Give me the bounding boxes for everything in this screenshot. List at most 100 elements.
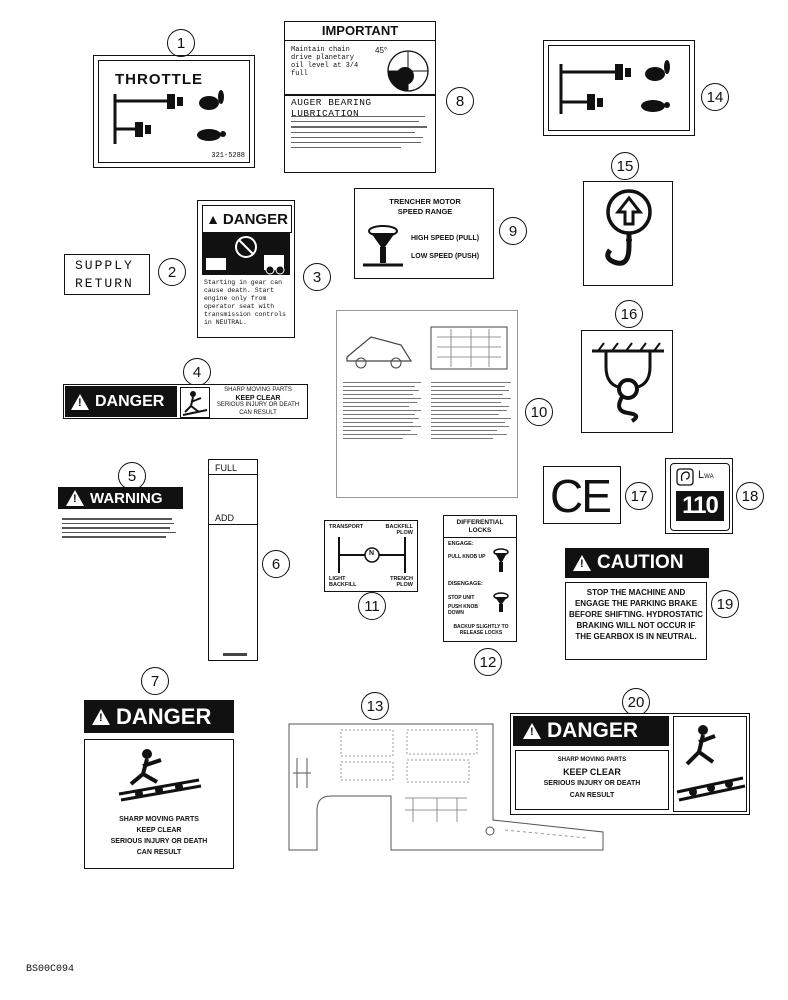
supply-return-decal: SUPPLY RETURN — [64, 254, 150, 295]
section-divider — [285, 94, 435, 96]
fine-print-line — [343, 402, 417, 403]
fine-print-line — [431, 418, 511, 419]
full-label: FULL — [215, 463, 238, 473]
fine-print-line — [343, 386, 415, 387]
differential-locks-decal: DIFFERENTIAL LOCKS ENGAGE: PULL KNOB UP … — [443, 515, 517, 642]
differential-locks-title: DIFFERENTIAL LOCKS — [444, 519, 516, 538]
fine-print-line — [431, 414, 499, 415]
neutral-label: N — [369, 550, 375, 557]
trench-text: TRENCH — [390, 576, 413, 582]
fine-print-line — [291, 131, 415, 133]
danger-large-line3: SERIOUS INJURY OR DEATH — [110, 838, 208, 845]
fine-print-line — [343, 398, 421, 399]
danger-wide-line4: CAN RESULT — [569, 792, 615, 799]
danger-start-text: Starting in gear can cause death. Start … — [204, 279, 286, 326]
callout-16: 16 — [615, 300, 643, 328]
oil-level-gauge-icon — [387, 50, 429, 92]
callout-13: 13 — [361, 692, 389, 720]
lwa-subscript: WA — [704, 474, 714, 480]
danger-keep-clear-large-decal: DANGER SHARP MOVING PARTS KEEP CLEAR SER… — [84, 700, 234, 870]
push-knob-icon — [493, 592, 509, 612]
full-line — [209, 474, 257, 475]
fine-print-line — [62, 518, 172, 520]
pull-knob-icon — [493, 548, 509, 572]
fine-print-line — [291, 147, 401, 149]
danger-wide-header: DANGER — [513, 716, 669, 746]
fine-print-line — [431, 394, 503, 395]
add-label: ADD — [215, 513, 235, 523]
ear-icon — [676, 468, 694, 486]
danger-keep-clear-wide-decal: DANGER SHARP MOVING PARTS KEEP CLEAR SER… — [510, 713, 750, 815]
danger-wide-header-text: DANGER — [547, 719, 639, 742]
fine-print-line — [431, 406, 509, 407]
callout-1: 1 — [167, 29, 195, 57]
operator-panel-decal — [288, 723, 604, 851]
lube-chart-right-column — [431, 379, 513, 442]
add-line — [209, 524, 257, 525]
engage-label: ENGAGE: — [448, 541, 474, 547]
machine-lube-points-icon — [346, 326, 508, 370]
auger-lubrication-fine-print — [291, 112, 431, 152]
callout-9: 9 — [499, 217, 527, 245]
warning-header-text: WARNING — [90, 489, 163, 507]
trencher-speed-title-line1: TRENCHER MOTOR — [389, 197, 461, 206]
trencher-speed-title: TRENCHER MOTOR SPEED RANGE — [355, 197, 495, 217]
warning-header: WARNING — [58, 487, 183, 509]
danger-small-line1: SHARP MOVING PARTS — [224, 387, 292, 393]
fine-print-line — [343, 390, 419, 391]
lubrication-chart-decal — [336, 310, 518, 498]
trencher-speed-range-decal: TRENCHER MOTOR SPEED RANGE HIGH SPEED (P… — [354, 188, 494, 279]
danger-small-line2: KEEP CLEAR — [235, 394, 281, 402]
push-pull-knob-icon — [363, 225, 403, 267]
danger-large-body: SHARP MOVING PARTS KEEP CLEAR SERIOUS IN… — [84, 739, 234, 869]
transport-label: TRANSPORT — [329, 524, 364, 530]
fine-print-line — [343, 438, 403, 439]
callout-3: 3 — [303, 263, 331, 291]
lift-point-decal — [583, 181, 673, 286]
throttle-symbol-decal — [543, 40, 695, 136]
danger-wide-text: SHARP MOVING PARTS KEEP CLEAR SERIOUS IN… — [515, 750, 669, 810]
supply-label: SUPPLY — [75, 258, 134, 273]
entanglement-hazard-icon — [180, 387, 210, 418]
fine-print-line — [62, 527, 170, 529]
throttle-decal: THROTTLE 321-5288 — [93, 55, 255, 168]
fine-print-line — [291, 136, 423, 138]
backfill-top-text: BACKFILL — [385, 524, 414, 530]
ce-mark-decal: CE — [543, 466, 621, 524]
fine-print-line — [291, 116, 425, 118]
fine-print-line — [343, 434, 417, 435]
throttle-part-number: 321-5288 — [211, 152, 245, 160]
danger-wide-line1: SHARP MOVING PARTS — [557, 757, 627, 763]
entanglement-hazard-icon — [118, 749, 202, 802]
callout-6: 6 — [262, 550, 290, 578]
danger-large-header: DANGER — [84, 700, 234, 733]
callout-20: 20 — [622, 688, 650, 716]
warning-fine-print — [62, 515, 180, 541]
callout-19: 19 — [711, 590, 739, 618]
lwa-letter: L — [698, 469, 705, 481]
important-header: IMPORTANT — [285, 22, 435, 41]
trench-plow-label: TRENCH PLOW — [390, 576, 413, 588]
stop-unit-text: STOP UNIT — [448, 595, 475, 601]
callout-14: 14 — [701, 83, 729, 111]
fine-print-line — [62, 522, 174, 524]
sound-power-value: 110 — [676, 491, 724, 521]
figure-code: BS00C094 — [26, 964, 75, 975]
fine-print-line — [343, 418, 419, 419]
push-knob-text: PUSH KNOB DOWN — [448, 604, 479, 616]
sound-power-frame — [670, 463, 730, 531]
fine-print-line — [291, 141, 421, 144]
danger-small-header-text: DANGER — [95, 392, 165, 410]
backup-release-text: BACKUP SLIGHTLY TO RELEASE LOCKS — [453, 624, 509, 636]
trencher-speed-title-line2: SPEED RANGE — [397, 207, 453, 216]
warning-triangle-icon — [573, 555, 591, 571]
fine-print-line — [431, 402, 501, 403]
danger-start-header-text: DANGER — [222, 210, 288, 228]
backfill-bottom-text: BACKFILL — [329, 582, 357, 588]
danger-small-line3: SERIOUS INJURY OR DEATH — [216, 402, 300, 408]
fine-print-line — [62, 536, 166, 538]
angle-label: 45° — [375, 46, 388, 55]
fine-print-line — [343, 406, 409, 407]
fine-print-line — [62, 531, 176, 533]
fine-print-line — [431, 386, 505, 387]
